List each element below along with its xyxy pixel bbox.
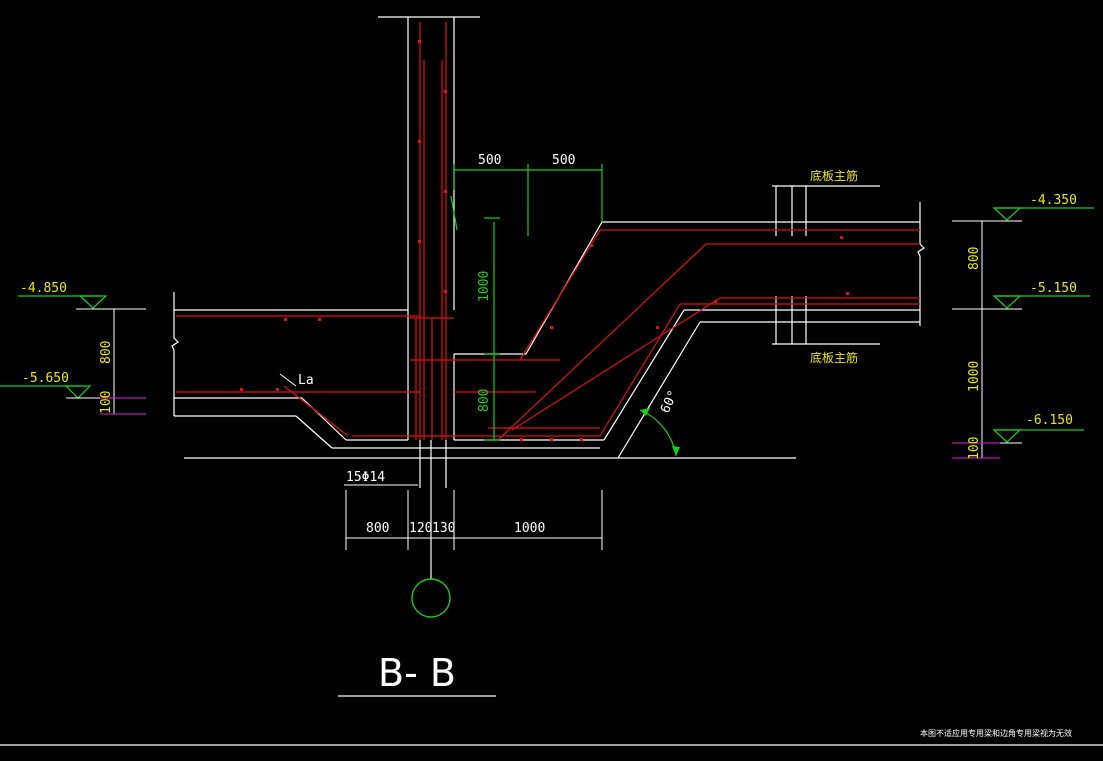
left-slab-outline bbox=[171, 292, 600, 449]
slab-main-rebar-marks bbox=[772, 185, 880, 345]
dim-right-800: 800 bbox=[967, 247, 982, 270]
slab-main-rebar-label-bottom: 底板主筋 bbox=[810, 350, 858, 365]
rebar-dots bbox=[240, 40, 849, 441]
wall-outline bbox=[378, 16, 480, 440]
elevation-right-bottom: -6.150 bbox=[1026, 413, 1073, 428]
elevation-right-mid: -5.150 bbox=[1030, 281, 1077, 296]
dim-bottom-800: 800 bbox=[366, 521, 389, 536]
footnote: 本图不适应用专用梁和边角专用梁视为无效 bbox=[920, 728, 1072, 738]
rebar-lines bbox=[176, 22, 920, 441]
left-elevation-bottom: -5.650 bbox=[0, 371, 146, 399]
angle-label: 60° bbox=[658, 388, 682, 416]
right-slab-outline bbox=[184, 202, 925, 459]
dim-bottom-1000: 1000 bbox=[514, 521, 545, 536]
axis-bubble bbox=[411, 578, 451, 618]
right-elevation-top: -4.350 bbox=[952, 193, 1094, 222]
dim-right-100: 100 bbox=[967, 437, 982, 460]
elevation-left-top: -4.850 bbox=[20, 281, 67, 296]
dim-500-right: 500 bbox=[552, 153, 575, 168]
dim-bottom-130: 130 bbox=[432, 521, 455, 536]
right-vertical-dims: 800 1000 100 bbox=[952, 221, 1000, 460]
pile-and-axis: 15Φ14 bbox=[344, 440, 451, 618]
rebar-callout: 15Φ14 bbox=[346, 470, 385, 485]
dim-left-100: 100 bbox=[99, 391, 114, 414]
section-title: B- B bbox=[378, 651, 456, 695]
left-elevation-top: -4.850 bbox=[18, 281, 146, 310]
dim-500-left: 500 bbox=[478, 153, 501, 168]
slab-main-rebar-label-top: 底板主筋 bbox=[810, 168, 858, 183]
dim-right-1000: 1000 bbox=[967, 361, 982, 392]
la-label: La bbox=[298, 373, 314, 388]
dim-bottom-120: 120 bbox=[409, 521, 432, 536]
dim-1000-vertical: 1000 bbox=[477, 271, 492, 302]
dim-left-800: 800 bbox=[99, 341, 114, 364]
green-vertical-dimension: 1000 800 bbox=[477, 217, 500, 441]
la-leader: La bbox=[279, 373, 314, 388]
elevation-right-top: -4.350 bbox=[1030, 193, 1077, 208]
top-dimension-500: 500 500 bbox=[450, 153, 603, 236]
right-elevation-mid: -5.150 bbox=[952, 281, 1090, 310]
elevation-left-bottom: -5.650 bbox=[22, 371, 69, 386]
left-vertical-dims: 800 100 bbox=[99, 309, 146, 415]
bottom-dimensions: 800 120 130 1000 bbox=[345, 490, 603, 550]
dim-800-vertical: 800 bbox=[477, 389, 492, 412]
angle-60-mark: 60° bbox=[639, 388, 682, 457]
